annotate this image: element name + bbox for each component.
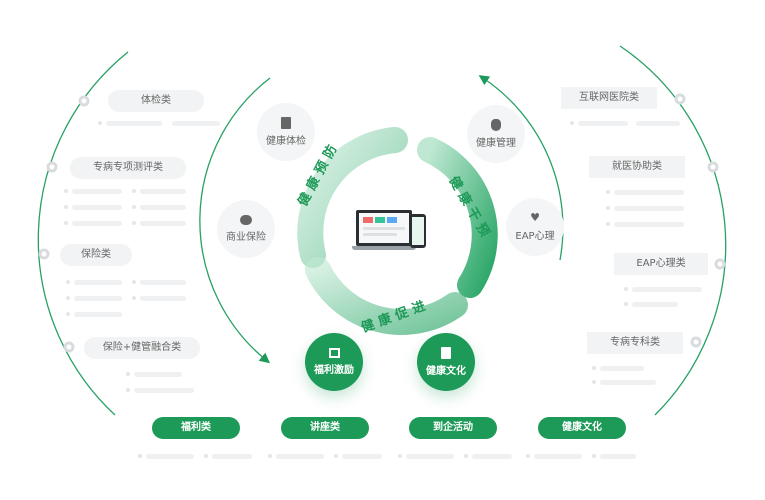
node-health-management[interactable]: 健康管理 [467, 105, 525, 163]
node-label: 健康管理 [476, 138, 516, 149]
right-category-specialty[interactable]: 专病专科类 [587, 332, 683, 354]
coins-icon [240, 215, 252, 225]
bottom-button-onsite[interactable]: 到企活动 [409, 417, 497, 439]
left-arc-dot [46, 161, 58, 173]
laptop-base [352, 246, 416, 250]
left-category-physical-exam[interactable]: 体检类 [108, 90, 204, 112]
right-category-medical-assist[interactable]: 就医协助类 [589, 156, 685, 178]
document-icon [281, 117, 291, 129]
node-label: 健康体检 [266, 136, 306, 147]
left-outer-arc [37, 51, 129, 416]
book-icon [441, 347, 451, 359]
node-label: 福利激励 [314, 365, 354, 376]
bottom-button-culture[interactable]: 健康文化 [538, 417, 626, 439]
right-arc-dot [714, 258, 726, 270]
left-arc-dot [38, 248, 50, 260]
bottom-button-welfare[interactable]: 福利类 [152, 417, 240, 439]
node-label: EAP心理 [515, 231, 555, 242]
phone [410, 214, 426, 248]
inner-left-arrow-arc [199, 77, 271, 364]
node-commercial-insurance[interactable]: 商业保险 [217, 200, 275, 258]
left-category-disease-assessment[interactable]: 专病专项测评类 [70, 157, 186, 179]
node-label: 健康文化 [426, 366, 466, 377]
right-arc-dot [674, 93, 686, 105]
node-health-check[interactable]: 健康体检 [257, 103, 315, 161]
heart-icon: ♥ [530, 211, 540, 224]
shield-icon [491, 119, 501, 131]
node-health-culture[interactable]: 健康文化 [417, 333, 475, 391]
left-category-insurance[interactable]: 保险类 [60, 244, 132, 266]
gift-icon [328, 348, 340, 358]
left-arc-dot [63, 341, 75, 353]
node-label: 商业保险 [226, 232, 266, 243]
right-arc-dot [707, 161, 719, 173]
node-eap[interactable]: ♥ EAP心理 [506, 198, 564, 256]
node-welfare-incentive[interactable]: 福利激励 [305, 333, 363, 391]
left-arc-dot [78, 95, 90, 107]
ring-segment-right [417, 137, 498, 298]
right-category-internet-hospital[interactable]: 互联网医院类 [561, 87, 657, 109]
ring-segment-bottom [305, 257, 468, 335]
left-category-insurance-health[interactable]: 保险+健管融合类 [84, 337, 200, 359]
right-arc-dot [690, 336, 702, 348]
device-illustration [352, 208, 428, 256]
right-outer-arc [619, 45, 727, 416]
bottom-button-lecture[interactable]: 讲座类 [281, 417, 369, 439]
laptop-screen [356, 210, 412, 246]
right-category-eap[interactable]: EAP心理类 [614, 253, 708, 275]
ring-segment-top [297, 127, 408, 268]
